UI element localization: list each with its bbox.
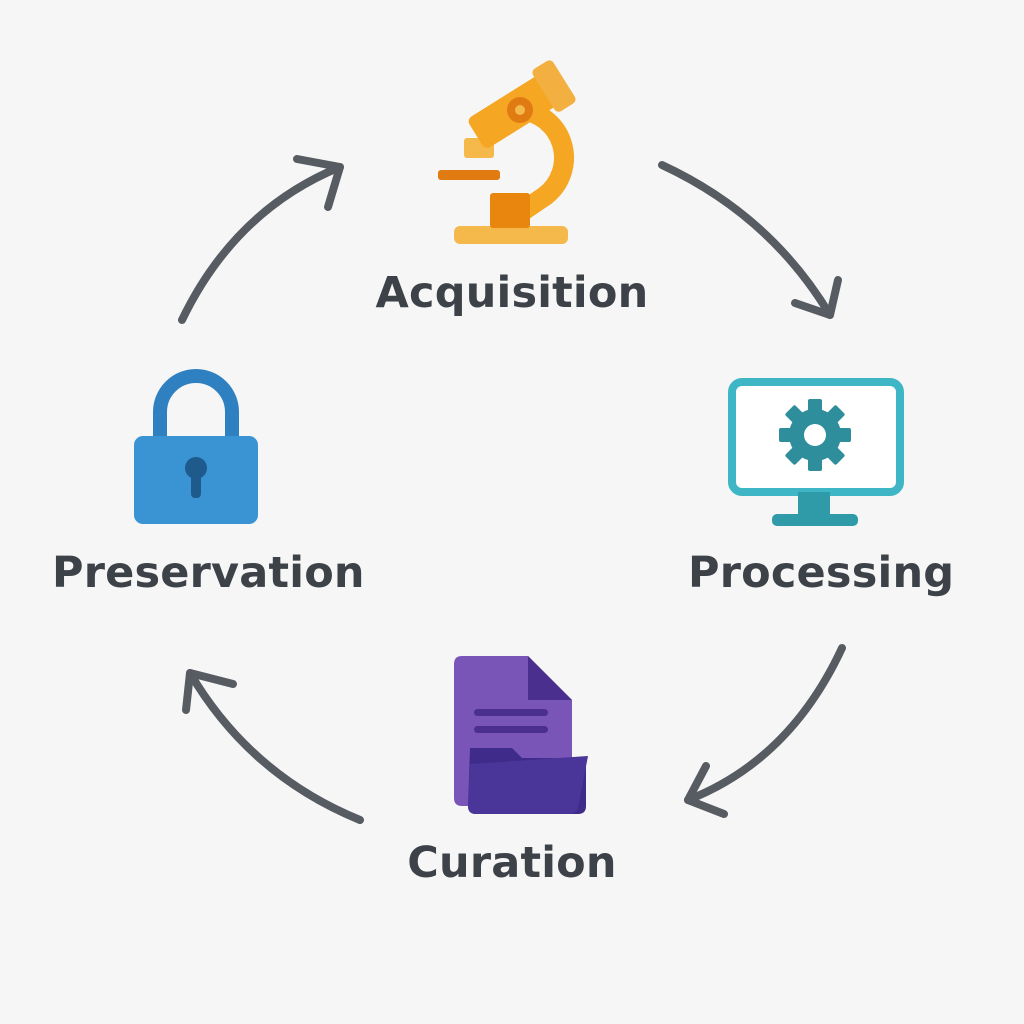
padlock-icon	[134, 369, 258, 524]
arrow-preservation-to-acquisition	[178, 155, 344, 324]
arrow-acquisition-to-processing	[658, 161, 842, 319]
stage-label-preservation: Preservation	[52, 548, 365, 598]
microscope-icon	[438, 60, 576, 244]
stage-label-acquisition: Acquisition	[375, 268, 649, 318]
cycle-arrows	[178, 155, 846, 824]
stage-label-curation: Curation	[407, 838, 617, 888]
arrow-processing-to-curation	[684, 644, 846, 818]
stage-label-processing: Processing	[688, 548, 955, 598]
monitor-gear-icon	[728, 378, 904, 526]
document-folder-icon	[454, 656, 588, 814]
arrow-curation-to-preservation	[182, 669, 364, 824]
